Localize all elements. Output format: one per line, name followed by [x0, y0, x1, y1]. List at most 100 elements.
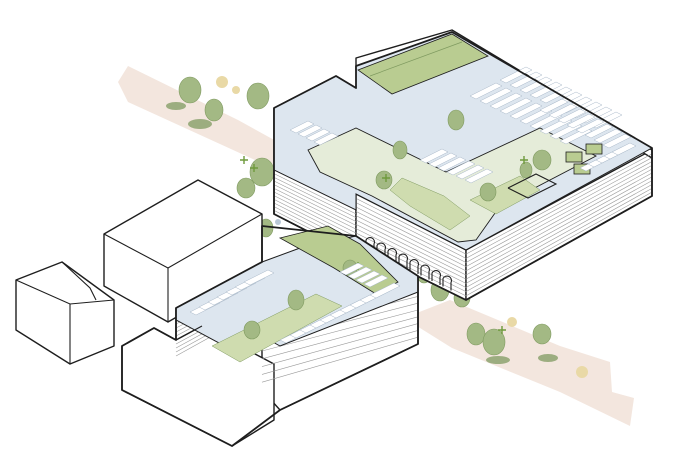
plant-cross-icon — [382, 174, 390, 182]
floor-line — [355, 198, 467, 255]
north-block — [273, 29, 654, 301]
arcade-arch — [431, 269, 442, 285]
flower-dots — [216, 76, 228, 88]
plant-cross-icon — [250, 164, 258, 172]
floor-line — [465, 168, 653, 272]
tree-icon — [243, 320, 261, 340]
arcade-arch — [387, 247, 398, 263]
solar-panel — [347, 266, 373, 280]
planter-bed — [585, 143, 603, 155]
roof-solar-panels — [189, 262, 401, 344]
arcade-arch — [398, 253, 409, 269]
ground-floor-arcade — [365, 236, 453, 291]
tree-icon — [178, 76, 202, 104]
street-arrow-icon — [118, 66, 316, 178]
street-band-lower — [404, 300, 634, 426]
floor-line — [261, 323, 419, 367]
solar-panel — [469, 82, 503, 100]
neighbour-block-small — [15, 261, 115, 365]
solar-panel — [509, 102, 543, 120]
solar-panel — [584, 123, 614, 139]
solar-panel — [611, 142, 637, 156]
floor-line — [465, 161, 653, 263]
floor-line — [465, 176, 653, 280]
floor-line — [273, 195, 357, 238]
arcade-arch — [376, 242, 387, 258]
solar-panel — [313, 132, 339, 146]
floor-line — [273, 191, 357, 234]
floor-line — [465, 188, 653, 292]
plant-cross-icon — [498, 326, 506, 334]
solar-panel — [455, 164, 485, 180]
street-band-northwest — [118, 66, 316, 178]
floor-line — [355, 202, 467, 259]
tree-icon — [188, 119, 212, 129]
floor-line — [261, 309, 419, 352]
tree-icon — [532, 149, 552, 171]
arcade-arch — [442, 275, 453, 291]
solar-panel — [602, 133, 632, 149]
plant-cross-icon — [240, 156, 248, 164]
street-band-southeast — [404, 300, 634, 426]
flower-dots — [576, 366, 588, 378]
floor-line — [465, 180, 653, 284]
solar-panel — [557, 108, 587, 124]
solar-panel — [446, 160, 476, 176]
flower-dots — [232, 86, 240, 94]
solar-panel — [339, 262, 365, 276]
floor-line — [355, 228, 467, 284]
floor-line — [465, 157, 653, 259]
tree-icon — [204, 98, 224, 122]
floor-line — [465, 165, 653, 267]
green-roof-strip — [357, 33, 489, 95]
floor-line — [355, 211, 467, 267]
floor-line — [273, 188, 357, 230]
solar-panel — [369, 282, 401, 299]
solar-panel — [305, 128, 331, 142]
solar-panel — [437, 156, 467, 172]
planter-bed — [565, 151, 583, 163]
floor-line — [273, 173, 357, 215]
street-trees-northwest — [166, 76, 290, 238]
tree-icon — [246, 82, 270, 110]
floor-line — [261, 316, 419, 360]
plant-cross-icon — [520, 156, 528, 164]
south-block — [121, 225, 419, 447]
floor-line — [355, 219, 467, 276]
tree-icon — [538, 354, 558, 362]
solar-panel — [419, 148, 449, 164]
solar-panel — [297, 124, 323, 138]
tree-icon — [375, 170, 393, 190]
floor-line — [465, 184, 653, 288]
tree-icon — [236, 177, 256, 199]
courtyard-lawn — [469, 175, 541, 215]
solar-panel — [243, 269, 275, 286]
solar-panel — [428, 152, 458, 168]
solar-panel — [489, 92, 523, 110]
floor-line — [465, 172, 653, 276]
solar-panel — [593, 128, 623, 144]
arcade-arch — [420, 264, 431, 280]
tree-icon — [519, 161, 533, 179]
tree-icon — [466, 322, 486, 346]
tree-icon — [447, 109, 465, 131]
solar-panel — [539, 86, 573, 104]
floor-line — [273, 184, 357, 226]
solar-panel — [499, 97, 533, 115]
tree-icon — [166, 102, 186, 110]
solar-panel — [539, 98, 569, 114]
pond-dots — [275, 219, 281, 225]
tree-icon — [479, 182, 497, 202]
solar-panel — [499, 66, 533, 84]
floor-line — [355, 224, 467, 280]
tree-icon — [482, 328, 506, 356]
solar-panel — [548, 103, 578, 119]
solar-panel — [566, 113, 596, 129]
arcade-arch — [365, 236, 376, 252]
solar-panel — [289, 120, 315, 134]
flower-dots — [507, 317, 517, 327]
solar-panel — [575, 118, 605, 134]
south-courtyard — [211, 293, 343, 363]
floor-line — [261, 330, 419, 375]
